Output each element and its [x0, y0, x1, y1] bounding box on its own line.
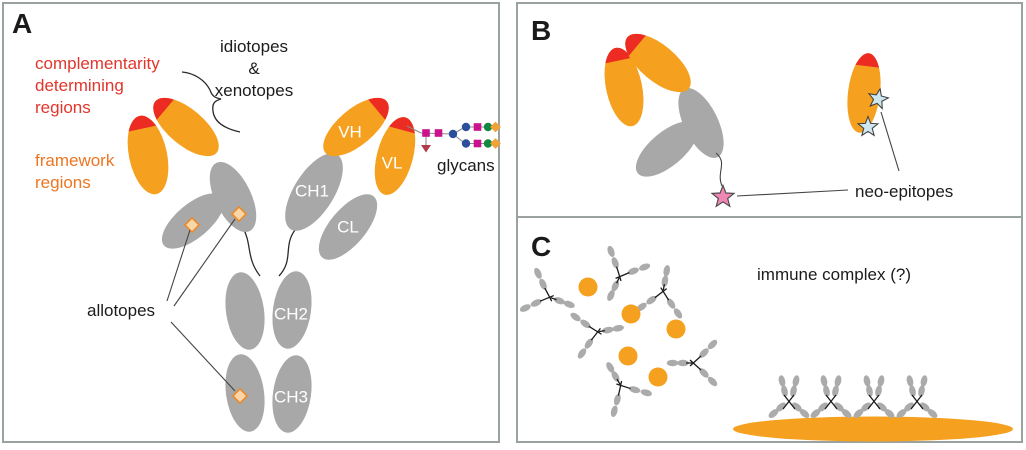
- panel-b-label: B: [531, 15, 552, 46]
- fab-gray-domain: [635, 121, 699, 177]
- cl-label: CL: [337, 217, 359, 237]
- immune-complex-annotation: immune complex (?): [757, 265, 911, 284]
- ch3-label: CH3: [273, 387, 309, 407]
- vh-label: VH: [338, 122, 362, 142]
- igg-antibody-diagram: [127, 71, 501, 433]
- neo-epitope-star-pink: [711, 184, 735, 207]
- mini-antibody-icon: [894, 374, 940, 421]
- vl-domain: [374, 117, 416, 195]
- allotope-pointer-line: [166, 229, 191, 302]
- allotope-diamond: [231, 387, 249, 405]
- allotope-diamond: [230, 205, 248, 223]
- glycan-chain: [406, 121, 501, 153]
- mini-antibody-icon: [516, 264, 584, 331]
- ch2-domain-left: [225, 272, 265, 350]
- antigen-circle-icon: [621, 304, 641, 324]
- mini-antibody-icon: [666, 337, 720, 389]
- antigen-surface-ellipse: [733, 416, 1013, 442]
- ch2-domain-right: [272, 271, 312, 349]
- fab-variable-domain: [604, 47, 644, 127]
- fab-variable-domain: [625, 33, 691, 93]
- neo-epitope-pointer-line: [736, 189, 849, 197]
- single-domain: [847, 53, 881, 133]
- ch2-label: CH2: [273, 304, 309, 324]
- allotope-pointer-line: [170, 321, 236, 392]
- mini-antibody-icon: [567, 302, 629, 362]
- hinge-line-right: [278, 229, 296, 277]
- allotope-pointer-line: [173, 218, 236, 307]
- antigen-surface-complex: [733, 374, 1013, 442]
- idiotopes-annotation: idiotopes & xenotopes: [214, 37, 294, 100]
- framework-annotation: framework regions: [35, 151, 115, 192]
- antigen-circle-icon: [618, 346, 638, 366]
- ch1-domain: [285, 153, 343, 231]
- vl-label: VL: [381, 153, 403, 173]
- fab-tail-line: [715, 152, 723, 187]
- immune-complex-cluster: [516, 242, 720, 421]
- panel-c-label: C: [531, 231, 552, 262]
- panel-b-c-divider: [517, 216, 1022, 218]
- idiotopes-brace: [181, 71, 241, 133]
- antigen-circle-icon: [648, 367, 668, 387]
- mini-antibody-icon: [585, 242, 654, 312]
- glycans-annotation: glycans: [437, 156, 495, 175]
- ch1-label: CH1: [294, 181, 330, 201]
- antigen-circle-icon: [666, 319, 686, 339]
- glycan-fucose-triangle: [421, 145, 431, 153]
- hinge-line-left: [242, 227, 261, 277]
- cl-domain: [318, 194, 378, 260]
- neo-epitopes-annotation: neo-epitopes: [855, 182, 954, 201]
- variable-domain: [127, 115, 169, 195]
- ch3-domain-right: [272, 355, 312, 433]
- antigen-circle-icon: [578, 277, 598, 297]
- mini-antibody-icon: [851, 374, 897, 421]
- allotopes-annotation: allotopes: [87, 301, 156, 320]
- panel-b-c-container: [516, 2, 1023, 443]
- neo-epitope-pointer-line: [880, 111, 900, 172]
- fab-gray-domain: [678, 88, 724, 158]
- vh-domain: [323, 97, 389, 157]
- cdr-annotation: complementarity determining regions: [35, 54, 160, 117]
- panel-a-label: A: [12, 8, 33, 39]
- mini-antibody-icon: [808, 374, 854, 421]
- mini-antibody-icon: [766, 374, 812, 421]
- variable-domain: [153, 97, 219, 157]
- allotope-diamond: [183, 216, 201, 234]
- fab-fragment-diagram: [604, 33, 900, 207]
